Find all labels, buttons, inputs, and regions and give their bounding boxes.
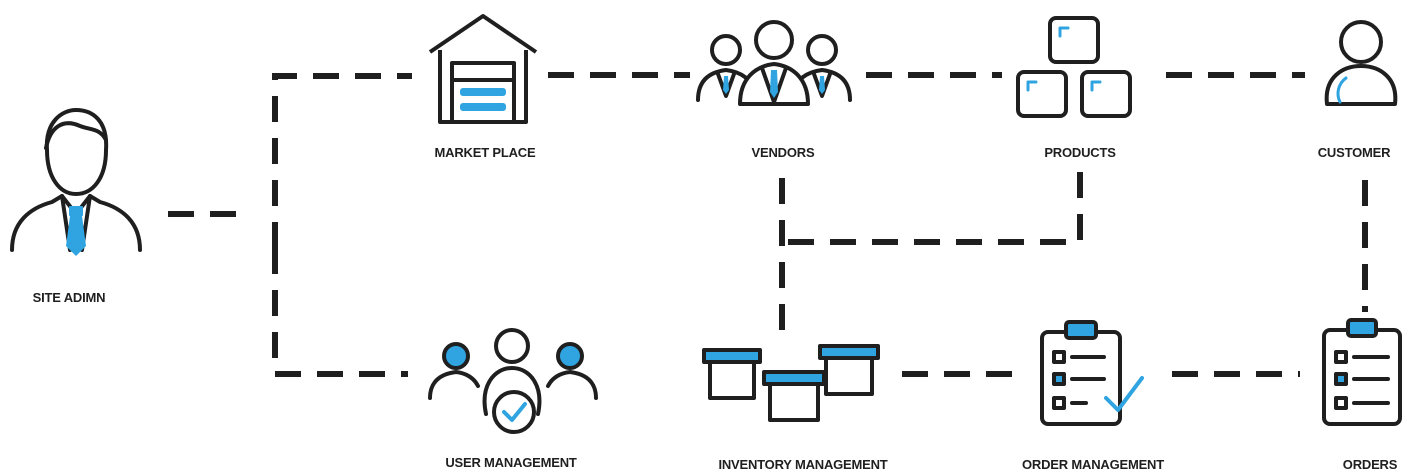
customer-person-icon: [1324, 20, 1398, 106]
inventory-management-label: INVENTORY MANAGEMENT: [718, 457, 888, 472]
site-admin-label: SITE ADIMN: [32, 290, 106, 305]
clipboard-list-icon: [1322, 318, 1402, 426]
customer-label: CUSTOMER: [1317, 145, 1391, 160]
connector-admin-to-user-management: [272, 248, 408, 377]
vendors-group-icon: [696, 20, 852, 106]
connector-products-to-inventory: [786, 172, 1083, 245]
connectors: [168, 72, 1368, 377]
order-management-label: ORDER MANAGEMENT: [1022, 457, 1164, 472]
boxes-stack-icon: [1016, 16, 1132, 118]
user-group-check-icon: [428, 328, 598, 434]
admin-person-icon: [10, 108, 142, 256]
products-label: PRODUCTS: [1044, 145, 1116, 160]
user-management-label: USER MANAGEMENT: [445, 455, 577, 470]
warehouse-icon: [428, 14, 538, 124]
vendors-label: VENDORS: [751, 145, 815, 160]
clipboard-check-icon: [1040, 320, 1144, 426]
orders-label: ORDERS: [1342, 457, 1398, 472]
inventory-boxes-icon: [702, 344, 880, 422]
market-place-label: MARKET PLACE: [434, 145, 536, 160]
connector-admin-to-market-place: [272, 73, 412, 248]
